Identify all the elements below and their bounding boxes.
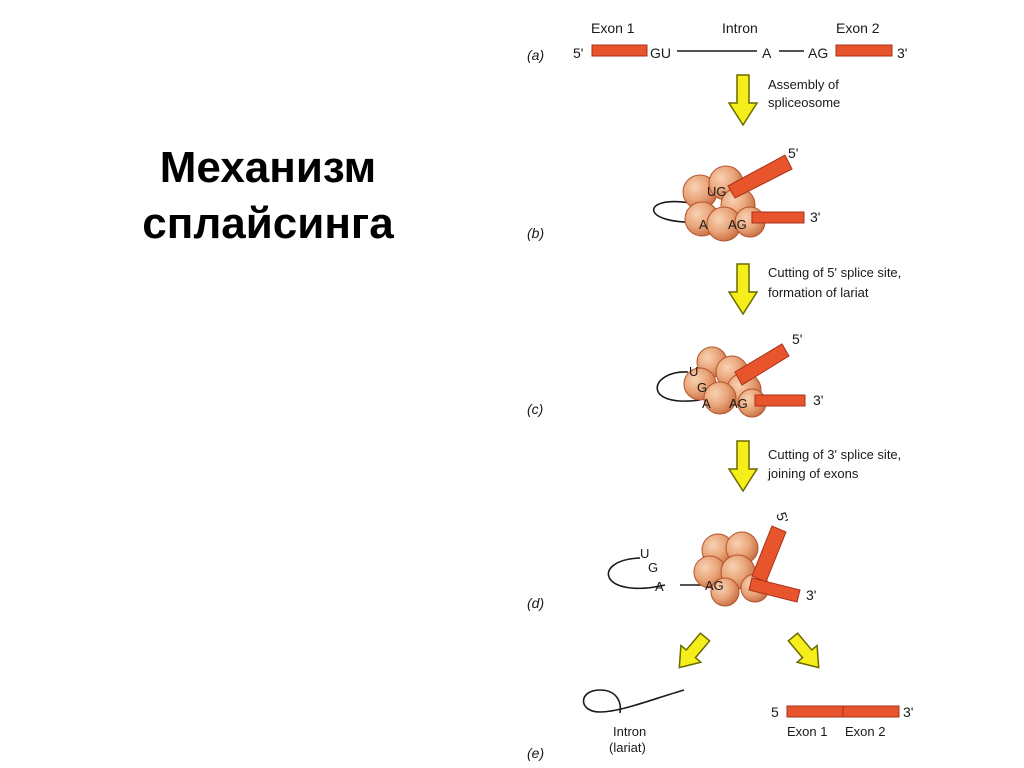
pre-mrna-3-prime: 3' <box>897 45 907 61</box>
intron-lariat-product <box>582 689 685 714</box>
complex-b-3-prime: 3' <box>810 209 820 225</box>
ug-label-b: UG <box>707 184 727 199</box>
intron-lariat-c <box>656 371 701 402</box>
step-arrow-3 <box>728 440 758 492</box>
intron-loop-b <box>652 200 701 223</box>
panel-d-label: (d) <box>527 595 544 611</box>
step2-line1: Cutting of 5' splice site, <box>768 265 901 280</box>
step3-line1: Cutting of 3' splice site, <box>768 447 901 462</box>
complex-c-3-prime: 3' <box>813 392 823 408</box>
complex-b-5-prime: 5' <box>788 145 798 161</box>
exon1-bar <box>591 44 648 57</box>
mrna-exon2-label: Exon 2 <box>845 724 885 739</box>
mrna-3-prime: 3' <box>903 704 913 720</box>
ag-label-d: AG <box>705 578 724 593</box>
mrna-5-prime: 5 <box>771 704 779 720</box>
a-label-b: A <box>699 217 708 232</box>
exon1-bar-b <box>727 154 793 199</box>
intron-label: Intron <box>722 20 758 36</box>
step3-line2: joining of exons <box>767 466 859 481</box>
exon2-bar-c <box>754 394 806 407</box>
u-label-c: U <box>689 364 698 379</box>
mrna-exon2-bar <box>842 705 900 718</box>
panel-b-label: (b) <box>527 225 544 241</box>
slide-title: Механизм сплайсинга <box>88 140 448 252</box>
step1-line2: spliceosome <box>768 95 840 110</box>
complex-d-5-prime: 5' <box>773 510 792 525</box>
spliceosome-c: U G A AG <box>656 343 806 418</box>
a-label-d: A <box>655 579 664 594</box>
step-arrow-right <box>787 632 820 669</box>
ag-label-b: AG <box>728 217 747 232</box>
exon2-label: Exon 2 <box>836 20 880 36</box>
panel-e-label: (e) <box>527 745 544 761</box>
title-line-1: Механизм <box>159 143 377 192</box>
step2-line2: formation of lariat <box>768 285 869 300</box>
step1-line1: Assembly of <box>768 77 839 92</box>
mrna-exon1-label: Exon 1 <box>787 724 827 739</box>
a-label-c: A <box>702 396 711 411</box>
product-intron-line1: Intron <box>613 724 646 739</box>
spliceosome-b: UG A AG <box>652 154 805 242</box>
ag-label-c: AG <box>729 396 748 411</box>
mrna-exon1-bar <box>786 705 844 718</box>
exon1-label: Exon 1 <box>591 20 635 36</box>
exon2-bar-d <box>748 577 801 603</box>
pre-mrna-5-prime: 5' <box>573 45 583 61</box>
branch-a-label: A <box>762 45 772 61</box>
step-arrow-2 <box>728 263 758 315</box>
complex-d-3-prime: 3' <box>806 587 816 603</box>
u-label-d: U <box>640 546 649 561</box>
ag-label: AG <box>808 45 828 61</box>
title-line-2: сплайсинга <box>142 199 394 248</box>
exon2-bar-b <box>751 211 805 224</box>
spliceosome-d: U G A AG <box>607 525 801 607</box>
panel-c-label: (c) <box>527 401 543 417</box>
exon1-bar-c <box>734 343 790 386</box>
complex-c-5-prime: 5' <box>792 331 802 347</box>
gu-label: GU <box>650 45 671 61</box>
product-intron-line2: (lariat) <box>609 740 646 755</box>
g-label-d: G <box>648 560 658 575</box>
step-arrow-1 <box>728 74 758 126</box>
g-label-c: G <box>697 380 707 395</box>
panel-a-label: (a) <box>527 47 544 63</box>
intron-lariat-d <box>607 557 666 590</box>
exon2-bar <box>835 44 893 57</box>
step-arrow-left <box>678 632 711 669</box>
